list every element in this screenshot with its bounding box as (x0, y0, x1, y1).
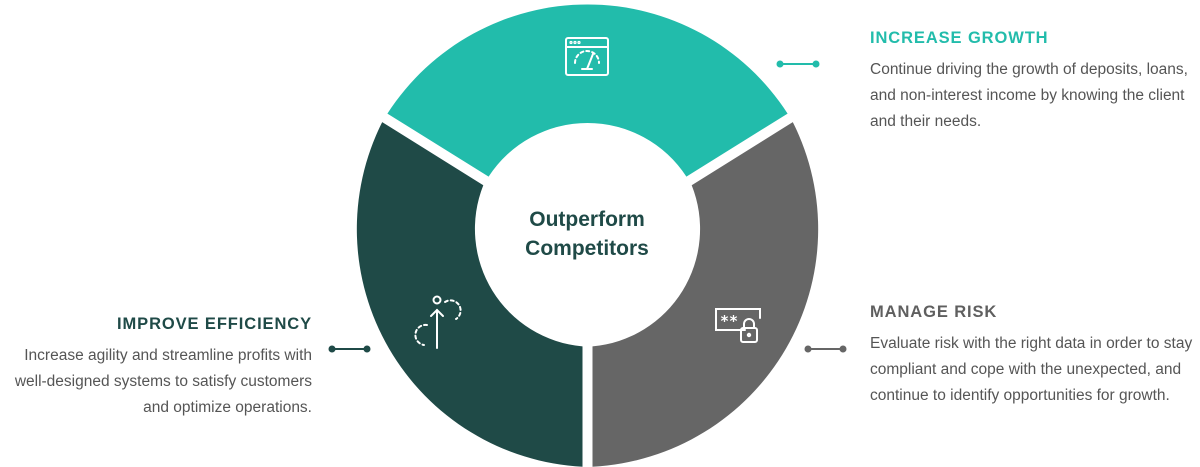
segment-manage-risk (592, 122, 819, 467)
segment-improve-efficiency (356, 122, 583, 467)
password-lock-icon: ** (715, 308, 761, 343)
segment-increase-growth (387, 4, 788, 177)
connector-manage-risk (804, 345, 847, 353)
dashboard-window-icon (565, 37, 609, 76)
connector-improve-efficiency (328, 345, 371, 353)
callout-increase-growth: INCREASE GROWTH Continue driving the gro… (870, 29, 1200, 135)
callout-text: Evaluate risk with the right data in ord… (870, 335, 1193, 404)
callout-text: Increase agility and streamline profits … (14, 347, 312, 416)
center-label-line2: Competitors (525, 237, 649, 260)
callout-title: MANAGE RISK (870, 303, 998, 321)
center-label-line1: Outperform (529, 208, 645, 231)
upward-arrow-icon (414, 295, 462, 349)
callout-title: INCREASE GROWTH (870, 29, 1049, 47)
callout-text: Continue driving the growth of deposits,… (870, 61, 1188, 130)
svg-text:**: ** (720, 312, 738, 330)
callout-improve-efficiency: IMPROVE EFFICIENCY Increase agility and … (0, 315, 312, 421)
connector-increase-growth (776, 60, 820, 68)
callout-title: IMPROVE EFFICIENCY (117, 315, 312, 333)
callout-manage-risk: MANAGE RISK Evaluate risk with the right… (870, 303, 1200, 409)
